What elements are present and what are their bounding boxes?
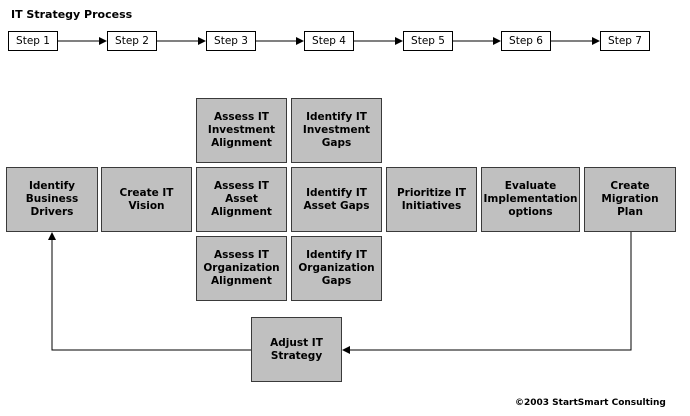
box-create-it-vision: Create IT Vision [101, 167, 192, 232]
box-assess-it-organization-alignment: Assess IT Organization Alignment [196, 236, 287, 301]
diagram-title: IT Strategy Process [11, 8, 133, 21]
box-adjust-it-strategy: Adjust IT Strategy [251, 317, 342, 382]
step-6: Step 6 [501, 31, 551, 51]
step-3: Step 3 [206, 31, 256, 51]
box-evaluate-implementation-options: Evaluate Implementation options [481, 167, 580, 232]
step-7: Step 7 [600, 31, 650, 51]
box-assess-it-investment-alignment: Assess IT Investment Alignment [196, 98, 287, 163]
box-assess-it-asset-alignment: Assess IT Asset Alignment [196, 167, 287, 232]
step-1: Step 1 [8, 31, 58, 51]
step-2: Step 2 [107, 31, 157, 51]
box-identify-it-asset-gaps: Identify IT Asset Gaps [291, 167, 382, 232]
arrow-adjust-to-drivers [48, 232, 251, 351]
box-prioritize-it-initiatives: Prioritize IT Initiatives [386, 167, 477, 232]
box-create-migration-plan: Create Migration Plan [584, 167, 676, 232]
step-5: Step 5 [403, 31, 453, 51]
box-identify-business-drivers: Identify Business Drivers [6, 167, 98, 232]
copyright-notice: ©2003 StartSmart Consulting [515, 398, 666, 408]
arrow-migration-to-adjust [342, 232, 632, 354]
box-identify-it-investment-gaps: Identify IT Investment Gaps [291, 98, 382, 163]
step-4: Step 4 [304, 31, 354, 51]
box-identify-it-organization-gaps: Identify IT Organization Gaps [291, 236, 382, 301]
